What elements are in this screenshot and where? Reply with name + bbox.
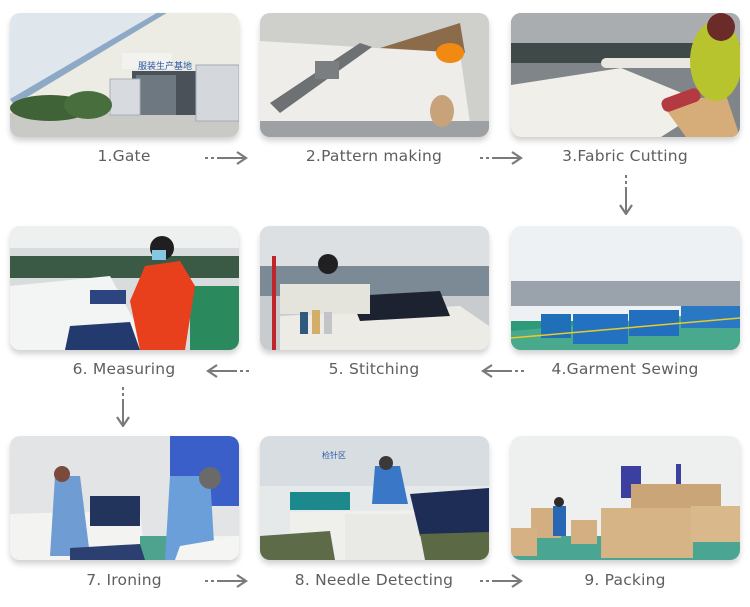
step-6-label: 6. Measuring (72, 360, 176, 378)
step-2-pattern-making-photo (260, 13, 489, 137)
svg-text:检针区: 检针区 (322, 450, 346, 460)
arrow-right-icon (480, 574, 524, 588)
step-5-stitching-photo (260, 226, 489, 350)
step-3-fabric-cutting-photo (511, 13, 740, 137)
step-9-label: 9. Packing (584, 571, 666, 589)
step-5-label: 5. Stitching (328, 360, 420, 378)
step-9-packing-photo (511, 436, 740, 560)
arrow-right-icon (480, 151, 524, 165)
step-7-ironing-photo (10, 436, 239, 560)
step-8-label: 8. Needle Detecting (294, 571, 454, 589)
arrow-right-icon (205, 151, 249, 165)
arrow-right-icon (205, 574, 249, 588)
arrow-left-icon (205, 364, 249, 378)
svg-text:服装生产基地: 服装生产基地 (138, 60, 192, 72)
step-4-garment-sewing-photo (511, 226, 740, 350)
step-2-label: 2.Pattern making (305, 147, 443, 165)
step-3-label: 3.Fabric Cutting (562, 147, 688, 165)
arrow-left-icon (480, 364, 524, 378)
step-6-measuring-photo (10, 226, 239, 350)
step-8-needle-detecting-photo: 检针区 (260, 436, 489, 560)
step-7-label: 7. Ironing (86, 571, 162, 589)
arrow-down-icon (116, 387, 130, 427)
step-1-gate-photo: 服装生产基地 (10, 13, 239, 137)
step-4-label: 4.Garment Sewing (551, 360, 699, 378)
step-1-label: 1.Gate (97, 147, 151, 165)
arrow-down-icon (619, 175, 633, 215)
